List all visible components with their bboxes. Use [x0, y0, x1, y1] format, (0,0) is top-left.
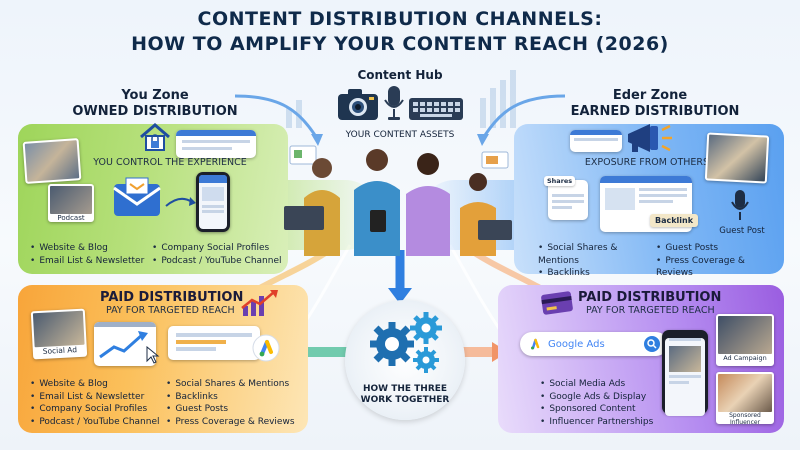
page-title-line1: CONTENT DISTRIBUTION CHANNELS: [197, 8, 603, 30]
earned-browser-card [570, 130, 622, 152]
owned-item: Podcast / YouTube Channel [152, 255, 288, 268]
credit-card-icon [541, 291, 573, 315]
how-three-work-line2: WORK TOGETHER [360, 395, 450, 405]
owned-heading: OWNED DISTRIBUTION [72, 104, 238, 119]
growth-chart-icon [99, 331, 148, 359]
earned-item: Social Shares & Mentions [538, 242, 658, 267]
envelope-icon [113, 177, 161, 216]
team-photo [22, 138, 82, 184]
paid-left-item: Company Social Profiles [30, 403, 168, 416]
paid-left-list-col1: Website & Blog Email List & Newsletter C… [30, 378, 168, 428]
owned-list-col2: Company Social Profiles Podcast / YouTub… [152, 242, 288, 267]
paid-left-item: Website & Blog [30, 378, 168, 391]
paid-right-item: Sponsored Content [540, 403, 660, 416]
ad-chart-card [94, 322, 156, 366]
earned-item: Press Coverage & Reviews [656, 255, 782, 280]
paid-right-list: Social Media Ads Google Ads & Display Sp… [540, 378, 660, 428]
megaphone-icon [628, 124, 672, 152]
podcast-photo: Podcast [48, 184, 94, 222]
paid-phone [662, 330, 708, 416]
paid-left-item: Guest Posts [166, 403, 306, 416]
content-hub-label: Content Hub [357, 68, 443, 82]
cursor-icon [146, 346, 160, 364]
social-ad-caption: Social Ad [42, 345, 78, 356]
content-assets-label: YOUR CONTENT ASSETS [345, 130, 455, 140]
owned-list-col1: Website & Blog Email List & Newsletter [30, 242, 150, 267]
paid-left-item: Social Shares & Mentions [166, 378, 306, 391]
paid-right-subtitle: PAY FOR TARGETED REACH [586, 305, 715, 316]
paid-left-item: Backlinks [166, 391, 306, 404]
owned-item: Company Social Profiles [152, 242, 288, 255]
owned-item: Email List & Newsletter [30, 255, 150, 268]
earned-zone-name: Eder Zone [612, 88, 688, 103]
shares-card: Shares [544, 176, 588, 220]
keyboard-icon [409, 98, 463, 120]
earned-list-col2: Guest Posts Press Coverage & Reviews [656, 242, 782, 280]
gears-icon [370, 312, 442, 373]
paid-left-heading: PAID DISTRIBUTION [100, 290, 244, 305]
paid-left-list-col2: Social Shares & Mentions Backlinks Guest… [166, 378, 306, 428]
house-lock-icon [140, 123, 170, 151]
how-three-work-line1: HOW THE THREE [362, 384, 448, 394]
page-title-line2: HOW TO AMPLIFY YOUR CONTENT REACH (2026) [131, 33, 669, 55]
earned-heading: EARNED DISTRIBUTION [570, 104, 740, 119]
paid-left-item: Email List & Newsletter [30, 391, 168, 404]
guest-post-label: Guest Post [719, 226, 765, 236]
trend-chart-icon [241, 290, 278, 316]
owned-subtitle: YOU CONTROL THE EXPERIENCE [93, 157, 247, 168]
google-ads-icon [252, 334, 280, 362]
sponsored-influencer-caption: Sponsored Influencer [729, 412, 761, 426]
earned-item: Backlinks [538, 267, 658, 280]
ad-campaign-caption: Ad Campaign [723, 354, 767, 362]
paid-left-subtitle: PAY FOR TARGETED REACH [106, 305, 235, 316]
team-people-illustration [284, 145, 512, 256]
owned-phone [196, 172, 230, 232]
press-photo [704, 132, 770, 184]
paid-left-item: Podcast / YouTube Channel [30, 416, 168, 429]
paid-left-item: Press Coverage & Reviews [166, 416, 306, 429]
ad-display-card [168, 326, 260, 360]
paid-right-item: Social Media Ads [540, 378, 660, 391]
guest-post-mic-icon [731, 190, 749, 220]
paid-right-item: Influencer Partnerships [540, 416, 660, 429]
paid-right-heading: PAID DISTRIBUTION [578, 290, 722, 305]
ad-campaign-photo: Ad Campaign [716, 314, 774, 366]
owned-item: Website & Blog [30, 242, 150, 255]
owned-zone-name: You Zone [121, 88, 189, 103]
google-ads-logo-icon [531, 338, 540, 350]
podcast-caption: Podcast [57, 214, 85, 222]
arrow-to-phone-icon [165, 197, 196, 207]
paid-right-item: Google Ads & Display [540, 391, 660, 404]
owned-browser-card [176, 130, 256, 158]
earned-subtitle: EXPOSURE FROM OTHERS [584, 157, 710, 168]
earned-list-col1: Social Shares & Mentions Backlinks [538, 242, 658, 280]
social-ad-photo: Social Ad [30, 308, 88, 360]
earned-item: Guest Posts [656, 242, 782, 255]
camera-icon [338, 89, 378, 120]
article-window [600, 176, 692, 232]
sponsored-influencer-photo: Sponsored Influencer [716, 372, 774, 426]
backlink-tag: Backlink [650, 214, 699, 227]
google-ads-search-text: Google Ads [548, 338, 605, 350]
search-icon [644, 336, 660, 352]
google-ads-search-bar: Google Ads [520, 332, 668, 356]
shares-tag: Shares [544, 176, 576, 186]
microphone-icon [384, 86, 404, 120]
